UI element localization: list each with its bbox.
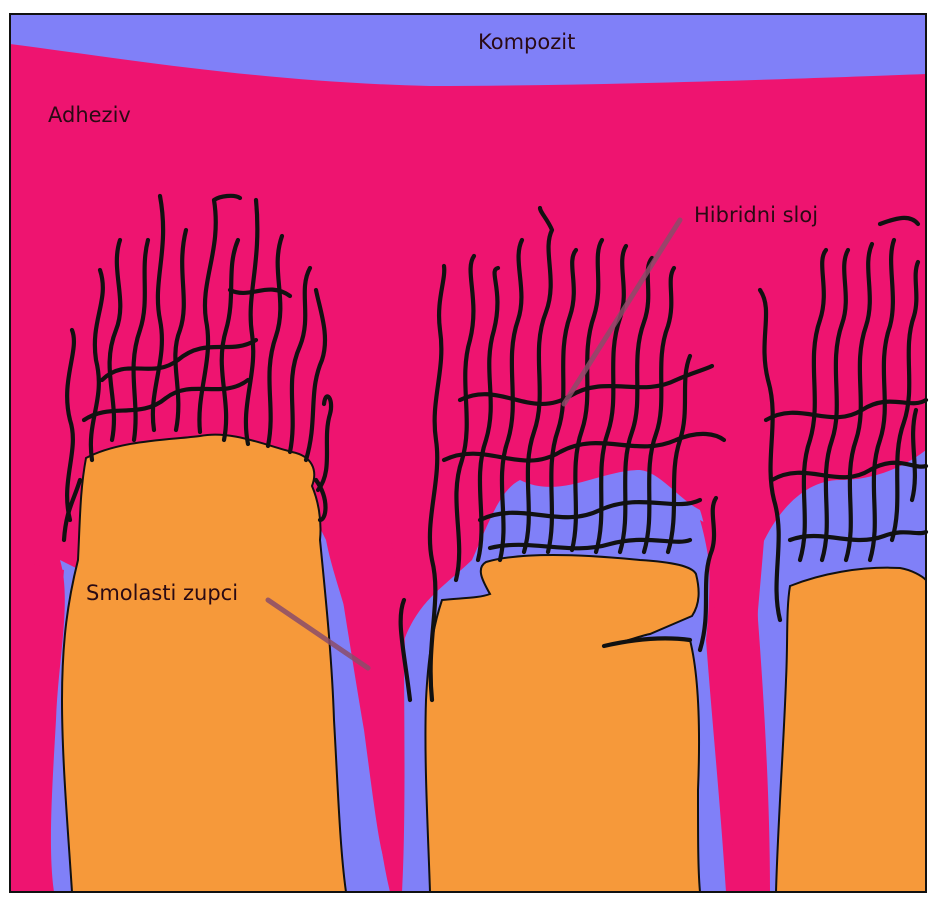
label-composite: Kompozit	[478, 30, 575, 54]
label-hybrid-layer: Hibridni sloj	[694, 203, 818, 227]
label-resin-tags: Smolasti zupci	[86, 581, 238, 605]
dentin-tag-middle	[425, 555, 700, 892]
label-adhesive: Adheziv	[48, 103, 131, 127]
dentin-tag-right	[776, 568, 926, 892]
dentin-tag-left	[62, 435, 346, 892]
